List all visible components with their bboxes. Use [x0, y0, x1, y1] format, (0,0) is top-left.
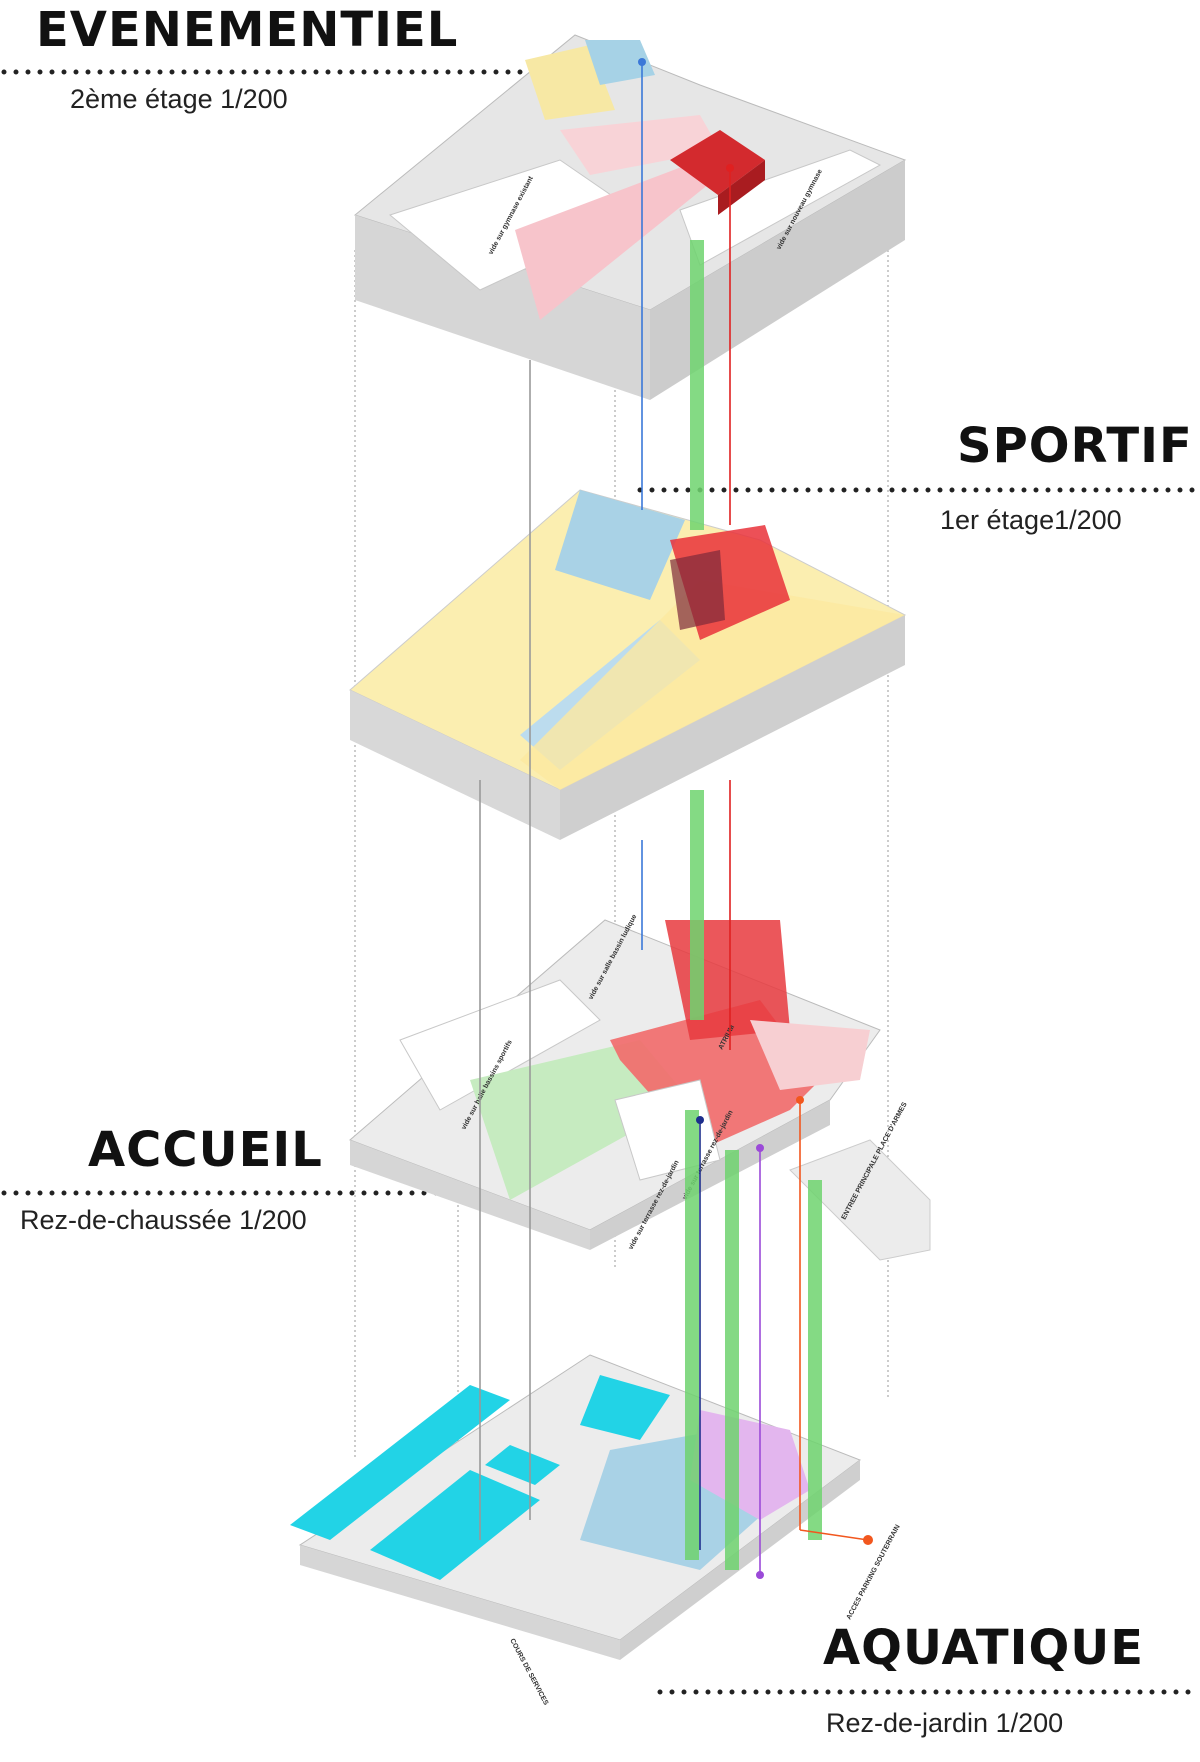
- orange-branch: [799, 1529, 869, 1541]
- aqua-long-pool: [290, 1385, 510, 1540]
- vertical-circulation: [685, 240, 822, 1570]
- circulation-core-upper: [690, 240, 704, 530]
- level-separators: [1, 69, 1199, 1695]
- network-nodes: [638, 58, 873, 1579]
- event-pink-zone: [515, 160, 720, 320]
- aqua-small-pool: [580, 1375, 670, 1440]
- subtitle-sportif: 1er étage1/200: [940, 505, 1122, 535]
- circulation-core-lower-1: [685, 1110, 699, 1560]
- plan-evenementiel: vide sur gymnase existant vide sur nouve…: [353, 34, 907, 400]
- event-yellow-zone: [525, 45, 615, 120]
- aqua-purple-zone: [690, 1410, 810, 1520]
- title-aquatique: AQUATIQUE: [823, 1620, 1145, 1676]
- subtitle-evenementiel: 2ème étage 1/200: [70, 84, 288, 114]
- circulation-core-lower-3: [808, 1180, 822, 1540]
- subtitle-aquatique: Rez-de-jardin 1/200: [826, 1708, 1064, 1738]
- network-lines: [479, 60, 869, 1575]
- plan-accueil: ATRIUM vide sur salle bassin ludique vid…: [349, 913, 931, 1261]
- accueil-green-zone: [470, 1040, 690, 1200]
- aqua-main-pool: [370, 1470, 540, 1580]
- title-evenementiel: EVENEMENTIEL: [36, 2, 459, 58]
- circulation-core-middle: [690, 790, 704, 1020]
- circulation-core-lower-2: [725, 1150, 739, 1570]
- label-services: COURS DE SERVICES: [508, 1638, 549, 1707]
- event-red-stair: [670, 130, 765, 195]
- event-blue-zone: [585, 40, 655, 85]
- title-sportif: SPORTIF: [957, 418, 1193, 474]
- plan-sportif: [349, 489, 907, 840]
- title-accueil: ACCUEIL: [88, 1122, 323, 1178]
- subtitle-accueil: Rez-de-chaussée 1/200: [20, 1205, 307, 1235]
- sport-blue-zone-top: [555, 490, 685, 600]
